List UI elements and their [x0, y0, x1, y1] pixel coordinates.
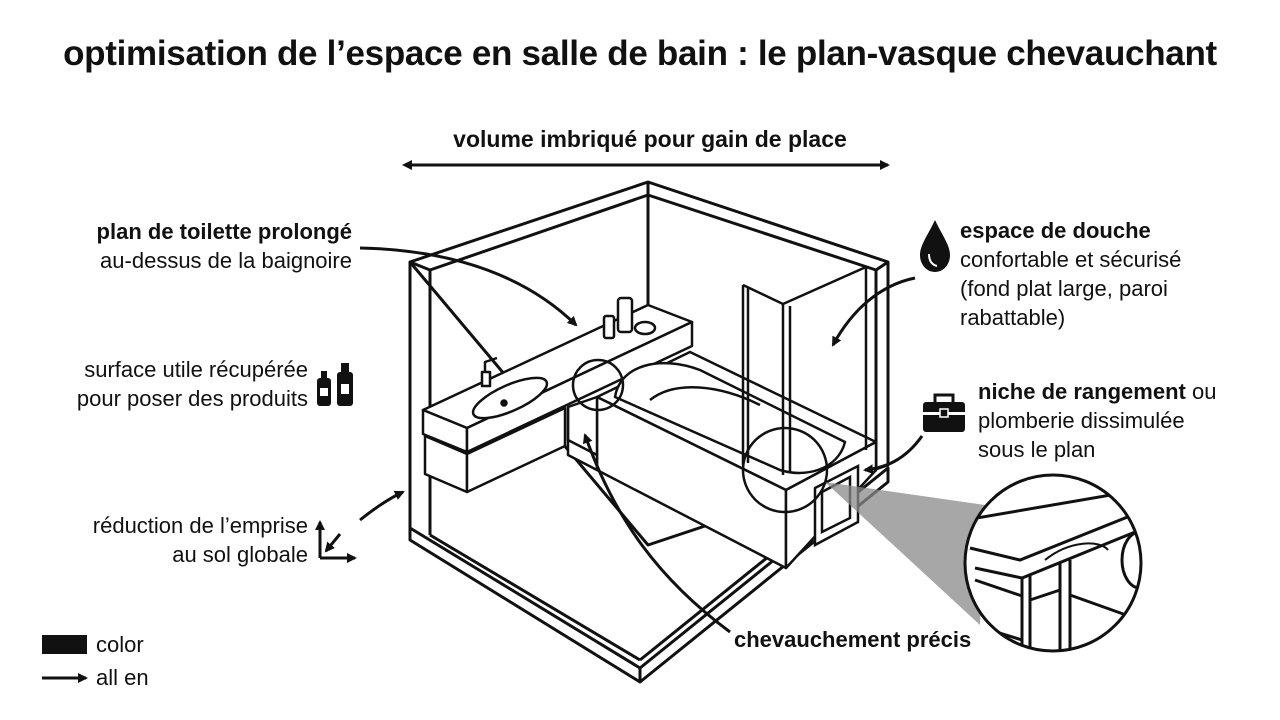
legend-label-arrow: all en	[96, 665, 149, 691]
footprint-arrow	[360, 492, 403, 520]
annotation-countertop-text: au-dessus de la baignoire	[100, 248, 352, 273]
annotation-countertop-title: plan de toilette prolongé	[97, 219, 352, 244]
toolbox-icon	[923, 395, 965, 432]
annotation-niche-title: niche de rangement	[978, 379, 1186, 404]
zoom-cone	[825, 482, 985, 625]
bottles-icon	[317, 363, 353, 406]
annotation-shower-line1: confortable et sécurisé	[960, 247, 1181, 272]
annotation-overlap: chevauchement précis	[734, 625, 1034, 654]
annotation-overlap-title: chevauchement précis	[734, 627, 971, 652]
annotation-footprint-line1: réduction de l’emprise	[93, 513, 308, 538]
annotation-niche-suffix: ou	[1186, 379, 1217, 404]
annotation-surface: surface utile récupérée pour poser des p…	[20, 355, 308, 413]
annotation-surface-line1: surface utile récupérée	[84, 357, 308, 382]
annotation-shower: espace de douche confortable et sécurisé…	[960, 216, 1260, 332]
annotation-shower-line2: (fond plat large, paroi	[960, 276, 1168, 301]
annotation-niche-line1: plomberie dissimulée	[978, 408, 1185, 433]
annotation-footprint-line2: au sol globale	[172, 542, 308, 567]
corner-arrow-icon	[320, 522, 355, 558]
water-drop-icon	[920, 220, 950, 272]
legend-label-color: color	[96, 632, 144, 658]
annotation-shower-title: espace de douche	[960, 218, 1151, 243]
legend-swatch-filled	[42, 635, 87, 654]
annotation-niche: niche de rangement ou plomberie dissimul…	[978, 377, 1268, 464]
annotation-surface-line2: pour poser des produits	[77, 386, 308, 411]
annotation-shower-line3: rabattable)	[960, 305, 1065, 330]
annotation-niche-line2: sous le plan	[978, 437, 1095, 462]
annotation-footprint: réduction de l’emprise au sol globale	[20, 511, 308, 569]
annotation-countertop: plan de toilette prolongé au-dessus de l…	[40, 217, 352, 275]
